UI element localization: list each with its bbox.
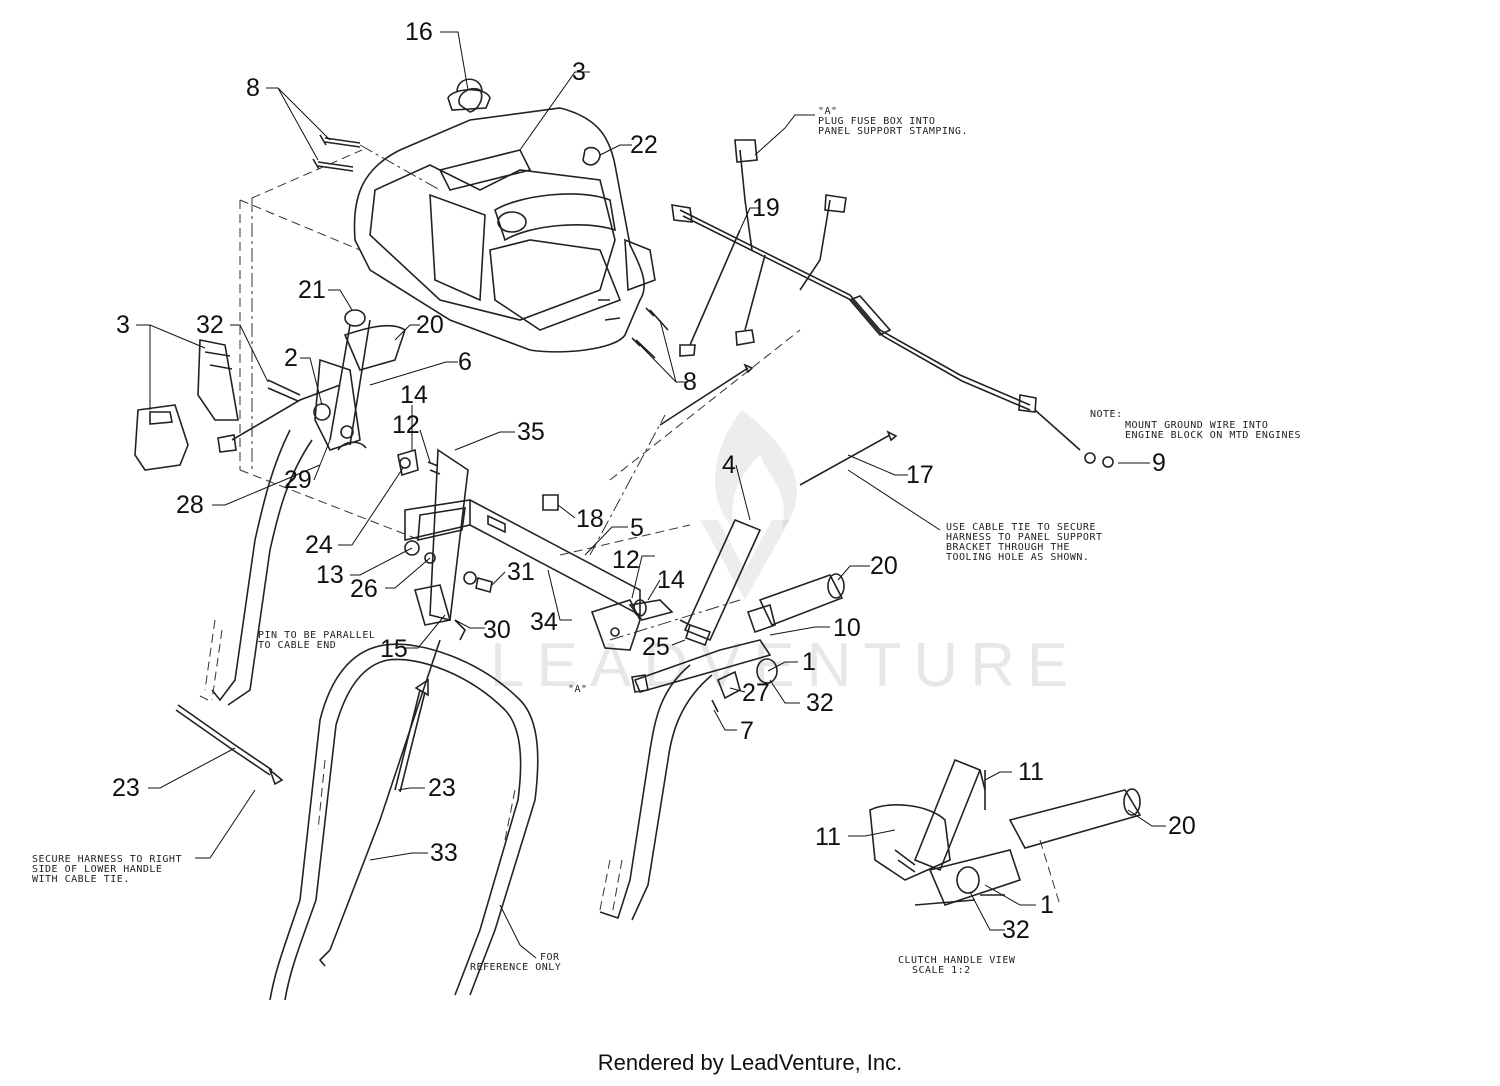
note-reference-line-1: FOR: [540, 952, 560, 963]
callout-20-left: 20: [416, 311, 444, 339]
callout-30: 30: [483, 616, 511, 644]
callout-3-panel: 3: [116, 311, 130, 339]
cable-ties: [659, 363, 898, 486]
note-clutch-view-line-2: SCALE 1:2: [912, 965, 971, 976]
chute-crank-assembly: [217, 309, 406, 453]
callout-labels: 16 3 8 22 19 21 3 32 20 2 6 8 14 12 35 9…: [112, 18, 1196, 944]
callout-22: 22: [630, 131, 658, 159]
upper-handle-loop: [269, 643, 539, 1001]
callout-7: 7: [740, 717, 754, 745]
note-pin-line-1: PIN TO BE PARALLEL: [258, 630, 375, 641]
callout-28: 28: [176, 491, 204, 519]
note-ground-line-2: MOUNT GROUND WIRE INTO: [1125, 420, 1268, 431]
callout-29: 29: [284, 466, 312, 494]
callout-1-main: 1: [802, 648, 816, 676]
note-harness-line-1: SECURE HARNESS TO RIGHT: [32, 854, 182, 865]
note-reference-line-2: REFERENCE ONLY: [470, 962, 561, 973]
note-fuse-box-line-3: PANEL SUPPORT STAMPING.: [818, 126, 968, 137]
callout-11-left: 11: [815, 823, 841, 851]
callout-11-top: 11: [1018, 758, 1044, 786]
clutch-handle-inset: [869, 758, 1142, 906]
callout-35: 35: [517, 418, 545, 446]
callout-33: 33: [430, 839, 458, 867]
callout-20-inset: 20: [1168, 812, 1196, 840]
panel-support-bracket: [404, 448, 641, 651]
left-lower-handle: [197, 429, 313, 706]
callout-6: 6: [458, 348, 472, 376]
callout-17: 17: [906, 461, 934, 489]
callout-14-right: 14: [657, 566, 685, 594]
callout-13: 13: [316, 561, 344, 589]
note-harness-line-3: WITH CABLE TIE.: [32, 874, 130, 885]
right-chute-column: [679, 518, 762, 647]
callout-2: 2: [284, 344, 298, 372]
callout-25: 25: [642, 633, 670, 661]
callout-27: 27: [742, 679, 770, 707]
note-cable-tie-line-4: TOOLING HOLE AS SHOWN.: [946, 552, 1089, 563]
callout-18: 18: [576, 505, 604, 533]
note-cable-tie-line-1: USE CABLE TIE TO SECURE: [946, 522, 1096, 533]
callout-4: 4: [722, 451, 736, 479]
callout-1-inset: 1: [1040, 891, 1054, 919]
callout-12-left: 12: [392, 411, 420, 439]
note-pin-line-2: TO CABLE END: [258, 640, 336, 651]
small-hardware: [397, 448, 674, 641]
callout-34: 34: [530, 608, 558, 636]
callout-32-inset: 32: [1002, 916, 1030, 944]
callout-16: 16: [405, 18, 433, 46]
note-view-a: "A": [568, 684, 588, 695]
callout-32-right: 32: [806, 689, 834, 717]
console-housing: [353, 78, 656, 353]
note-fuse-box-line-2: PLUG FUSE BOX INTO: [818, 116, 935, 127]
callout-31: 31: [507, 558, 535, 586]
callout-21: 21: [298, 276, 326, 304]
note-harness-line-2: SIDE OF LOWER HANDLE: [32, 864, 162, 875]
note-fuse-box-line-1: "A": [818, 106, 838, 117]
callout-9: 9: [1152, 449, 1166, 477]
callout-10: 10: [833, 614, 861, 642]
note-ground-line-1: NOTE:: [1090, 409, 1123, 420]
callout-26: 26: [350, 575, 378, 603]
v-logo-icon: [700, 520, 790, 600]
callout-8-upper: 8: [246, 74, 260, 102]
callout-23-left: 23: [112, 774, 140, 802]
diagram-notes: "A" PLUG FUSE BOX INTO PANEL SUPPORT STA…: [32, 106, 1301, 976]
callout-15: 15: [380, 635, 408, 663]
wiring-harness: [671, 139, 1114, 468]
callout-5: 5: [630, 514, 644, 542]
note-cable-tie-line-3: BRACKET THROUGH THE: [946, 542, 1070, 553]
note-ground-line-3: ENGINE BLOCK ON MTD ENGINES: [1125, 430, 1301, 441]
cables: [175, 639, 441, 967]
right-clutch-assembly: [631, 573, 845, 713]
note-clutch-view-line-1: CLUTCH HANDLE VIEW: [898, 955, 1016, 966]
callout-12-right: 12: [612, 546, 640, 574]
callout-32-left: 32: [196, 311, 224, 339]
callout-8-lower: 8: [683, 368, 697, 396]
bolt-pair-upper: [312, 134, 669, 359]
left-dash-panel: [134, 339, 239, 471]
callout-19: 19: [752, 194, 780, 222]
note-cable-tie-line-2: HARNESS TO PANEL SUPPORT: [946, 532, 1103, 543]
callout-23-center: 23: [428, 774, 456, 802]
callout-24: 24: [305, 531, 333, 559]
flame-logo-icon: [715, 410, 798, 530]
callout-3-housing: 3: [572, 58, 586, 86]
right-lower-handle: [599, 664, 713, 921]
callout-20-right: 20: [870, 552, 898, 580]
leader-lines: [136, 31, 1166, 959]
rendered-by-footer: Rendered by LeadVenture, Inc.: [597, 1050, 903, 1075]
callout-14-left: 14: [400, 381, 428, 409]
